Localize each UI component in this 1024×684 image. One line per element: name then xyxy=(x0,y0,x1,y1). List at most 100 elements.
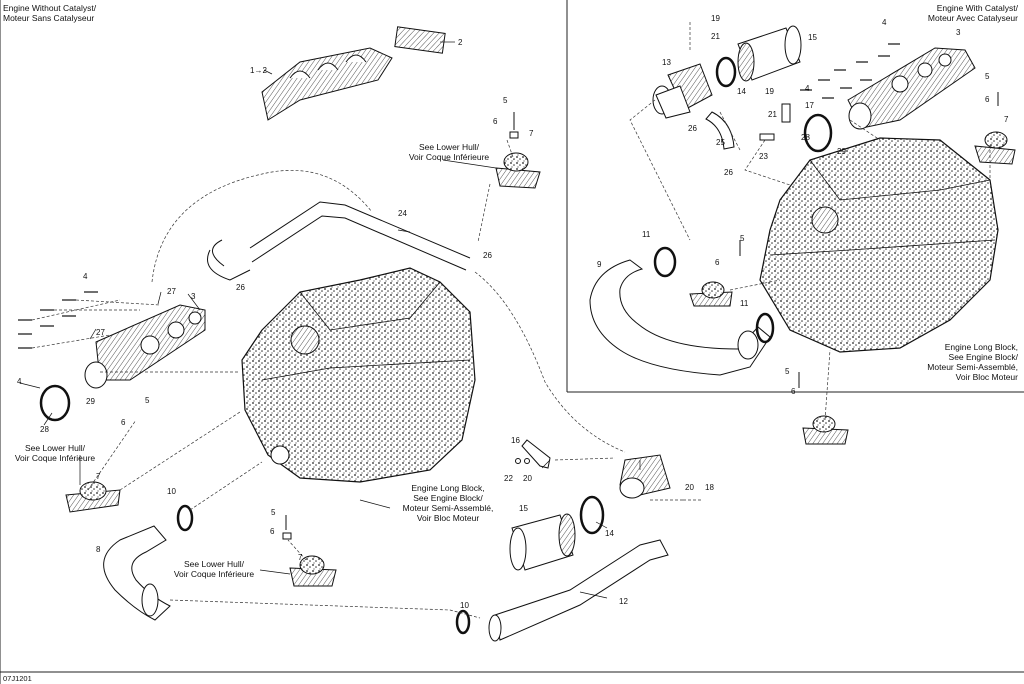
note-line: See Lower Hull/ xyxy=(24,443,85,453)
callout-7d: 7 xyxy=(1004,115,1009,124)
callout-6b: 6 xyxy=(121,418,126,427)
callout-28b: 28 xyxy=(801,133,810,142)
bracket-16 xyxy=(515,439,551,469)
callout-1: 1→2 xyxy=(250,66,267,75)
callout-19: 19 xyxy=(711,14,720,23)
dash-leaders-right xyxy=(629,22,991,421)
note-line: Engine Long Block, xyxy=(944,342,1018,352)
callout-5f: 5 xyxy=(785,367,790,376)
callout-9: 9 xyxy=(597,260,602,269)
callout-10b: 10 xyxy=(460,601,469,610)
callout-6: 6 xyxy=(493,117,498,126)
manifold-studs-right xyxy=(800,43,900,99)
figure-code: 07J1201 xyxy=(3,674,32,683)
engine-mount-left xyxy=(65,481,121,513)
note-line: See Lower Hull/ xyxy=(183,559,244,569)
callout-5: 5 xyxy=(503,96,508,105)
catalyst-housing-13 xyxy=(652,63,713,119)
callout-7c: 7 xyxy=(298,553,303,562)
callout-2: 2 xyxy=(458,38,463,47)
engine-mount-right-upper xyxy=(974,92,1016,165)
note-line: Voir Coque Inférieure xyxy=(173,569,255,579)
callout-3b: 3 xyxy=(956,28,961,37)
exhaust-manifold-left xyxy=(84,304,206,389)
note-line: Voir Coque Inférieure xyxy=(14,453,96,463)
engine-mount-right-middle xyxy=(689,240,741,307)
note-lower-hull-left: See Lower Hull/ Voir Coque Inférieure xyxy=(14,443,96,463)
callout-16: 16 xyxy=(511,436,520,445)
clamp-10-bottom xyxy=(455,609,471,635)
callout-4b: 4 xyxy=(17,377,22,386)
note-line: Moteur Semi-Assemblé, xyxy=(402,503,494,513)
clamp-28-left xyxy=(39,384,71,422)
header-right-line1: Engine With Catalyst/ xyxy=(936,3,1018,13)
callout-4: 4 xyxy=(83,272,88,281)
clamp-11-lower xyxy=(755,312,775,344)
callout-21: 21 xyxy=(711,32,720,41)
callout-14b: 14 xyxy=(737,87,746,96)
callout-4c: 4 xyxy=(882,18,887,27)
leader-lines xyxy=(19,41,641,599)
callout-27: 27 xyxy=(167,287,176,296)
dash-leaders-left-studs xyxy=(31,299,161,349)
callout-label: 1 xyxy=(250,66,255,75)
adapter-housing xyxy=(619,454,671,499)
exhaust-manifold-cover xyxy=(261,26,446,121)
engine-mount-right-lower xyxy=(798,372,849,445)
callout-21b: 21 xyxy=(768,110,777,119)
note-line: See Engine Block/ xyxy=(413,493,483,503)
header-right-line2: Moteur Avec Catalyseur xyxy=(927,13,1018,23)
hose-24 xyxy=(207,201,471,281)
callout-5e: 5 xyxy=(740,234,745,243)
callout-15: 15 xyxy=(519,504,528,513)
callout-5d: 5 xyxy=(985,72,990,81)
header-left-line2: Moteur Sans Catalyseur xyxy=(3,13,95,23)
callout-15b: 15 xyxy=(808,33,817,42)
callout-4d: 4 xyxy=(805,84,810,93)
callout-29: 29 xyxy=(86,397,95,406)
callout-23: 23 xyxy=(759,152,768,161)
note-line: Voir Bloc Moteur xyxy=(416,513,480,523)
note-lower-hull-bottom: See Lower Hull/ Voir Coque Inférieure xyxy=(173,559,255,579)
callout-24: 24 xyxy=(398,209,407,218)
hose-9 xyxy=(589,259,771,376)
callout-17: 17 xyxy=(805,101,814,110)
engine-mount-bottom-center xyxy=(282,515,337,587)
callout-5b: 5 xyxy=(145,396,150,405)
muffler-15-right xyxy=(737,25,802,82)
callout-6c: 6 xyxy=(270,527,275,536)
clamp-11-upper xyxy=(653,246,677,278)
exhaust-manifold-right xyxy=(847,47,976,130)
callout-14: 14 xyxy=(605,529,614,538)
callout-6f: 6 xyxy=(791,387,796,396)
callout-25: 25 xyxy=(716,138,725,147)
callout-5c: 5 xyxy=(271,508,276,517)
callout-20: 20 xyxy=(523,474,532,483)
callout-26b: 26 xyxy=(236,283,245,292)
callout-7: 7 xyxy=(529,129,534,138)
engine-mount-top-center xyxy=(495,112,541,189)
callout-label: 2 xyxy=(262,66,267,75)
engine-long-block-right xyxy=(759,137,999,353)
callout-19b: 19 xyxy=(765,87,774,96)
callout-27b: 27 xyxy=(96,328,105,337)
callout-6d: 6 xyxy=(985,95,990,104)
note-line: Voir Bloc Moteur xyxy=(955,372,1018,382)
callout-18: 18 xyxy=(705,483,714,492)
hose-25 xyxy=(705,111,735,150)
note-line: Engine Long Block, xyxy=(411,483,485,493)
callout-26d: 26 xyxy=(724,168,733,177)
callout-3: 3 xyxy=(191,292,196,301)
note-long-block-left: Engine Long Block, See Engine Block/ Mot… xyxy=(400,483,496,523)
callout-7b: 7 xyxy=(96,472,101,481)
clamp-14-right xyxy=(715,56,737,88)
tube-12 xyxy=(488,539,669,642)
callout-8: 8 xyxy=(96,545,101,554)
dash-leaders-left xyxy=(87,139,703,619)
clamp-10 xyxy=(176,504,194,532)
clamp-28-right xyxy=(803,113,833,153)
callout-11b: 11 xyxy=(740,299,749,308)
